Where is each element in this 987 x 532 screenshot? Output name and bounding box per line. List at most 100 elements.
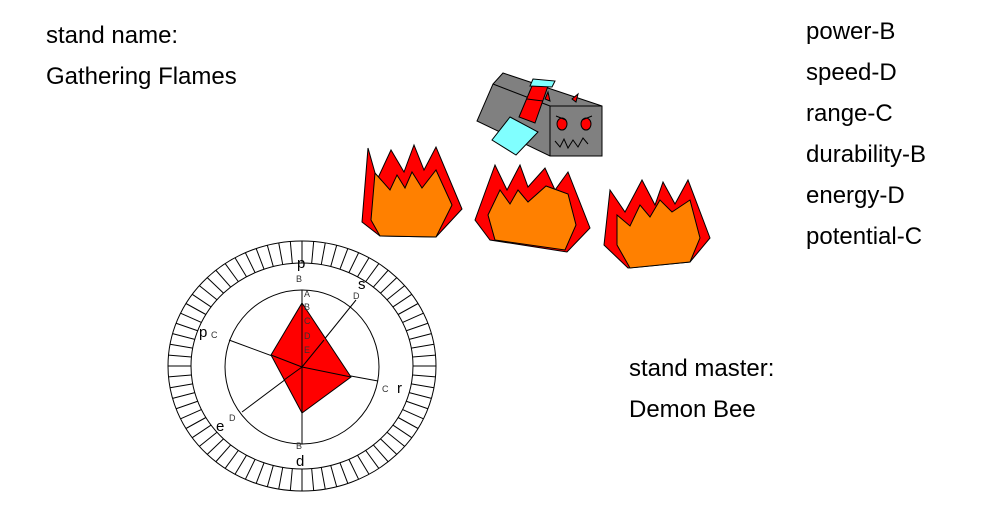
scale-a: A (304, 289, 310, 299)
ring-tick (365, 450, 380, 469)
ring-tick (365, 263, 380, 282)
grade-energy: D (229, 413, 236, 423)
ring-tick (224, 263, 239, 282)
flame-middle (474, 163, 591, 253)
axis-label-speed: s (358, 276, 366, 293)
stat-range: range-C (806, 100, 893, 127)
stand-master: Demon Bee (629, 396, 756, 423)
ring-tick (311, 468, 315, 491)
axis-label-power: p (297, 255, 305, 272)
ring-tick (311, 241, 315, 264)
ring-tick (330, 245, 338, 267)
ring-tick (255, 462, 265, 484)
ring-tick (357, 454, 370, 475)
ring-tick (330, 465, 338, 487)
ring-tick (175, 322, 198, 332)
stat-radar-chart (167, 240, 437, 492)
ring-tick (411, 343, 435, 349)
grade-potential: C (211, 330, 218, 340)
ring-tick (266, 245, 274, 267)
ring-tick (215, 269, 232, 288)
ring-tick (244, 252, 256, 273)
ring-tick (172, 333, 195, 340)
ring-tick (215, 444, 232, 463)
ring-tick (289, 468, 293, 491)
ring-tick (175, 400, 198, 410)
scale-e: E (304, 345, 310, 355)
flame-right (603, 178, 711, 269)
stat-energy: energy-D (806, 182, 905, 209)
ring-tick (411, 383, 435, 389)
ring-tick (320, 467, 326, 490)
stat-polygon (270, 302, 352, 414)
ring-tick (348, 252, 360, 273)
ring-tick (289, 241, 293, 264)
ring-tick (224, 450, 239, 469)
ring-tick (412, 354, 436, 358)
ring-tick (339, 462, 349, 484)
ring-tick (348, 459, 360, 480)
scale-d: D (304, 331, 311, 341)
ring-tick (380, 277, 398, 294)
grade-speed: D (353, 291, 360, 301)
ring-tick (199, 431, 218, 447)
ring-tick (412, 374, 436, 378)
ring-tick (406, 322, 429, 332)
ring-tick (206, 438, 224, 455)
ring-tick (386, 431, 405, 447)
scale-c: C (304, 316, 311, 326)
ring-tick (392, 424, 413, 439)
ring-tick (234, 257, 247, 278)
axis-label-durability: d (296, 453, 304, 470)
ring-tick (206, 277, 224, 294)
ring-tick (185, 417, 207, 429)
grade-power: B (296, 274, 302, 284)
ring-tick (185, 303, 207, 315)
stand-name: Gathering Flames (46, 63, 237, 90)
grade-durability: B (296, 441, 302, 451)
box-creature-illustration (476, 72, 603, 157)
axis-label-potential: p (199, 324, 207, 341)
ring-tick (372, 269, 389, 288)
ring-tick (266, 465, 274, 487)
ring-tick (409, 392, 432, 399)
ring-tick (372, 444, 389, 463)
ring-tick (278, 467, 284, 490)
ring-tick (278, 242, 284, 265)
ring-tick (180, 409, 202, 420)
scale-b: B (304, 302, 310, 312)
ring-ticks (168, 241, 436, 491)
ring-tick (180, 312, 202, 323)
ring-tick (397, 417, 419, 429)
stat-durability: durability-B (806, 141, 927, 168)
ring-tick (244, 459, 256, 480)
stand-master-label: stand master: (629, 355, 775, 382)
stand-name-label: stand name: (46, 22, 179, 49)
ring-tick (357, 257, 370, 278)
stat-speed: speed-D (806, 59, 897, 86)
ring-tick (199, 285, 218, 301)
ring-tick (234, 454, 247, 475)
axis-label-energy: e (216, 418, 224, 435)
ring-tick (169, 343, 193, 349)
ring-tick (168, 354, 192, 358)
ring-tick (168, 374, 192, 378)
ring-tick (406, 400, 429, 410)
ring-tick (339, 248, 349, 270)
ring-tick (169, 383, 193, 389)
stat-potential: potential-C (806, 223, 923, 250)
grade-range: C (382, 384, 389, 394)
ring-tick (191, 424, 212, 439)
ring-tick (380, 438, 398, 455)
ring-tick (255, 248, 265, 270)
ring-tick (191, 293, 212, 308)
ring-tick (402, 409, 424, 420)
ring-tick (172, 392, 195, 399)
flame-left (361, 143, 463, 238)
ring-tick (392, 293, 413, 308)
ring-tick (402, 312, 424, 323)
ring-tick (320, 242, 326, 265)
axis-label-range: r (397, 380, 402, 397)
ring-tick (386, 285, 405, 301)
